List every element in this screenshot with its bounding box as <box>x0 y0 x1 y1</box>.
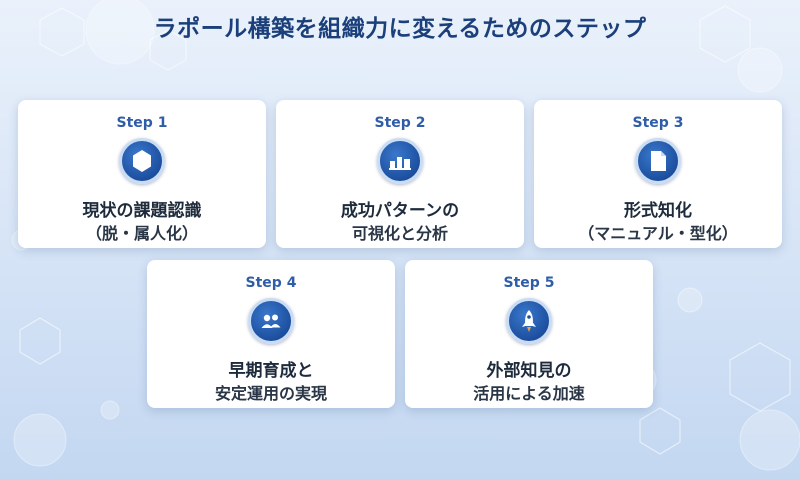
step-label: Step 2 <box>374 115 426 131</box>
step-card-3: Step 3 形式知化 （マニュアル・型化） <box>534 100 782 248</box>
step-subtitle: （脱・属人化） <box>85 224 198 243</box>
step-card-1: Step 1 現状の課題認識 （脱・属人化） <box>18 100 266 248</box>
page-title: ラポール構築を組織力に変えるためのステップ <box>153 16 647 42</box>
step-title: 現状の課題認識 <box>82 201 202 221</box>
step-label: Step 1 <box>116 115 168 131</box>
step-label: Step 4 <box>245 275 297 291</box>
bar-chart-icon <box>377 138 423 184</box>
people-icon <box>248 298 294 344</box>
step-subtitle: 可視化と分析 <box>351 224 448 243</box>
step-card-2: Step 2 成功パターンの 可視化と分析 <box>276 100 524 248</box>
step-subtitle: 活用による加速 <box>473 384 585 403</box>
step-title: 形式知化 <box>624 201 692 221</box>
step-card-4: Step 4 早期育成と 安定運用の実現 <box>147 260 395 408</box>
step-title: 外部知見の <box>486 361 572 381</box>
document-icon <box>635 138 681 184</box>
step-title: 早期育成と <box>228 361 314 381</box>
step-subtitle: 安定運用の実現 <box>214 384 327 403</box>
step-label: Step 3 <box>632 115 684 131</box>
hexagon-icon <box>119 138 165 184</box>
step-title: 成功パターンの <box>340 201 460 221</box>
step-label: Step 5 <box>503 275 555 291</box>
rocket-icon <box>506 298 552 344</box>
step-card-5: Step 5 外部知見の 活用による加速 <box>405 260 653 408</box>
step-subtitle: （マニュアル・型化） <box>578 224 738 243</box>
